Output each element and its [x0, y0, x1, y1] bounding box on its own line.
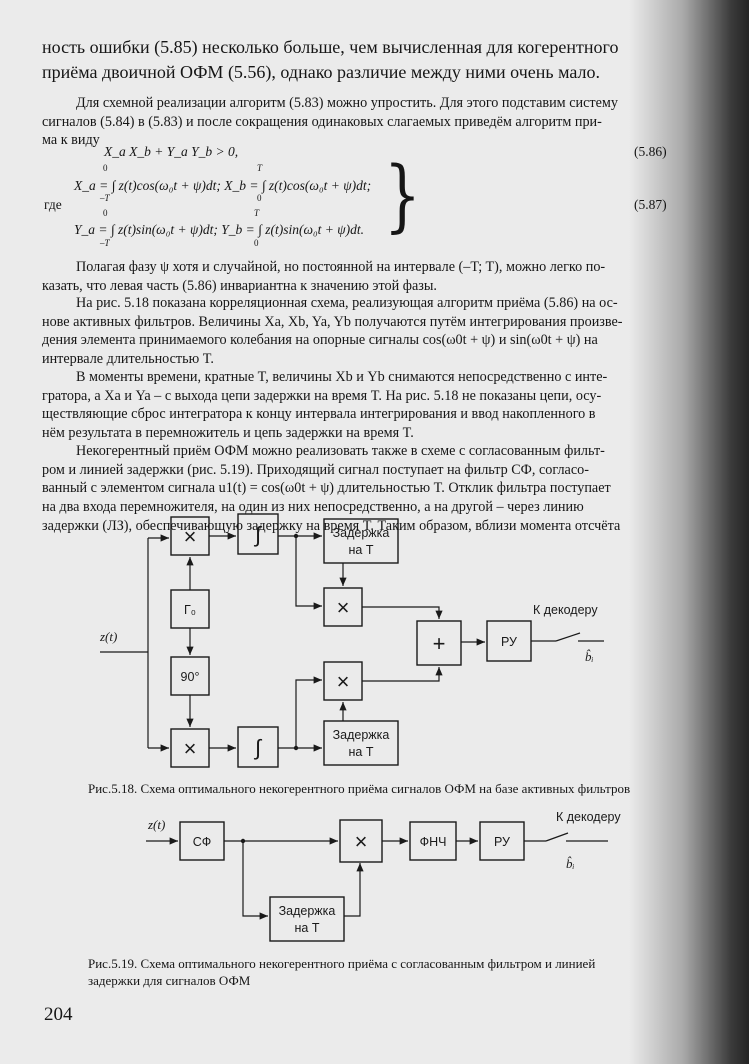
text-line: нём результата в перемножитель и цепь за… — [42, 425, 414, 442]
formula-x: X_a = ∫ z(t)cos(ω₀t + ψ)dt; X_b = ∫ z(t)… — [74, 178, 372, 193]
mult-symbol: × — [184, 524, 197, 549]
paragraph-5: Некогерентный приём ОФМ можно реализоват… — [42, 442, 692, 536]
mult-symbol: × — [337, 595, 350, 620]
caption-fig-5-19-line2: задержки для сигналов ОФМ — [88, 973, 251, 988]
limit-upper: T — [254, 208, 260, 218]
limit-lower: –T — [100, 238, 110, 248]
delay-label: Задержка — [333, 728, 390, 742]
formula-brace: } — [384, 149, 421, 242]
phase-shifter-label: 90° — [181, 670, 200, 684]
lead-line: приёма двоичной ОФМ (5.56), однако разли… — [42, 62, 600, 82]
text-line: ществляющие сброс интегратора к концу ин… — [42, 406, 596, 423]
formula-where: где — [44, 197, 62, 212]
input-label: z(t) — [99, 629, 117, 644]
limit-upper: 0 — [103, 208, 108, 218]
delay-label: на T — [349, 543, 374, 557]
delay-label: Задержка — [279, 904, 336, 918]
output-label: b̂ᵢ — [585, 649, 594, 664]
delay-block-top — [323, 518, 399, 564]
page-number: 204 — [44, 1004, 73, 1025]
formula-main: X_a X_b + Y_a Y_b > 0, — [104, 144, 239, 159]
text-line: казать, что левая часть (5.86) инвариант… — [42, 277, 437, 294]
text-line: на два входа перемножителя, на один из н… — [42, 499, 584, 516]
delay-block — [269, 896, 345, 942]
output-label: b̂ᵢ — [566, 856, 575, 871]
mult-symbol: × — [337, 669, 350, 694]
text-line: ром и линией задержки (рис. 5.19). Прихо… — [42, 461, 589, 478]
limit-lower: 0 — [254, 238, 259, 248]
delay-block-bottom — [323, 720, 399, 766]
limit-lower: –T — [100, 193, 110, 203]
text-line: сигналов (5.84) в (5.83) и после сокраще… — [42, 113, 602, 130]
figure-5-19: z(t) СФ Задержка на T × ФНЧ РУ К декодер… — [146, 810, 621, 942]
delay-label: Задержка — [333, 526, 390, 540]
lead-line: ность ошибки (5.85) несколько больше, че… — [42, 37, 619, 57]
paragraph-3: На рис. 5.18 показана корреляционная схе… — [42, 294, 692, 369]
text-line: интервале длительностью T. — [42, 351, 214, 368]
integral-symbol: ∫ — [253, 522, 263, 547]
integrator-bottom — [237, 726, 279, 768]
paragraph-1: Для схемной реализации алгоритм (5.83) м… — [42, 94, 692, 150]
decision-label: РУ — [494, 835, 510, 849]
delay-label: на T — [295, 921, 320, 935]
formula-y: Y_a = ∫ z(t)sin(ω₀t + ψ)dt; Y_b = ∫ z(t)… — [74, 222, 365, 237]
text-line: задержки (ЛЗ), обеспечивающую задержку н… — [42, 517, 621, 534]
mult-symbol: × — [184, 736, 197, 761]
lead-text: ность ошибки (5.85) несколько больше, че… — [42, 35, 692, 85]
limit-lower: 0 — [257, 193, 262, 203]
adder-block — [416, 620, 462, 666]
decision-label: РУ — [501, 635, 517, 649]
text-line: На рис. 5.18 показана корреляционная схе… — [76, 295, 618, 311]
lowpass-filter-label: ФНЧ — [420, 835, 447, 849]
text-line: ма к виду — [42, 132, 100, 149]
limit-upper: T — [257, 163, 263, 173]
caption-fig-5-19-line1: Рис.5.19. Схема оптимального некогерентн… — [88, 956, 596, 971]
delay-label: на T — [349, 745, 374, 759]
adder-symbol: + — [433, 631, 446, 656]
matched-filter-label: СФ — [193, 835, 212, 849]
text-line: ванный с элементом сигнала u1(t) = cos(ω… — [42, 480, 611, 497]
to-decoder-label: К декодеру — [556, 810, 621, 824]
text-line: Для схемной реализации алгоритм (5.83) м… — [76, 95, 618, 111]
text-line: Некогерентный приём ОФМ можно реализоват… — [76, 443, 605, 459]
paragraph-2: Полагая фазу ψ хотя и случайной, но пост… — [42, 258, 692, 295]
caption-fig-5-18: Рис.5.18. Схема оптимального некогерентн… — [88, 781, 631, 796]
integral-symbol: ∫ — [253, 735, 263, 760]
integrator-top — [237, 513, 279, 555]
paragraph-4: В моменты времени, кратные T, величины X… — [42, 368, 692, 443]
text-line: гратора, а Xa и Ya – с выхода цепи задер… — [42, 387, 602, 404]
figure-5-18: × ∫ Задержка на T × Г₀ 90° + РУ × × ∫ За… — [99, 513, 604, 768]
text-line: В моменты времени, кратные T, величины X… — [76, 369, 608, 385]
to-decoder-label: К декодеру — [533, 603, 598, 617]
mult-symbol: × — [355, 829, 368, 854]
limit-upper: 0 — [103, 163, 108, 173]
text-line: нове активных фильтров. Величины Xa, Xb,… — [42, 313, 623, 330]
input-label: z(t) — [147, 817, 165, 832]
text-line: Полагая фазу ψ хотя и случайной, но пост… — [76, 259, 606, 275]
text-line: дения элемента принимаемого колебания на… — [42, 332, 598, 349]
generator-label: Г₀ — [184, 603, 196, 617]
